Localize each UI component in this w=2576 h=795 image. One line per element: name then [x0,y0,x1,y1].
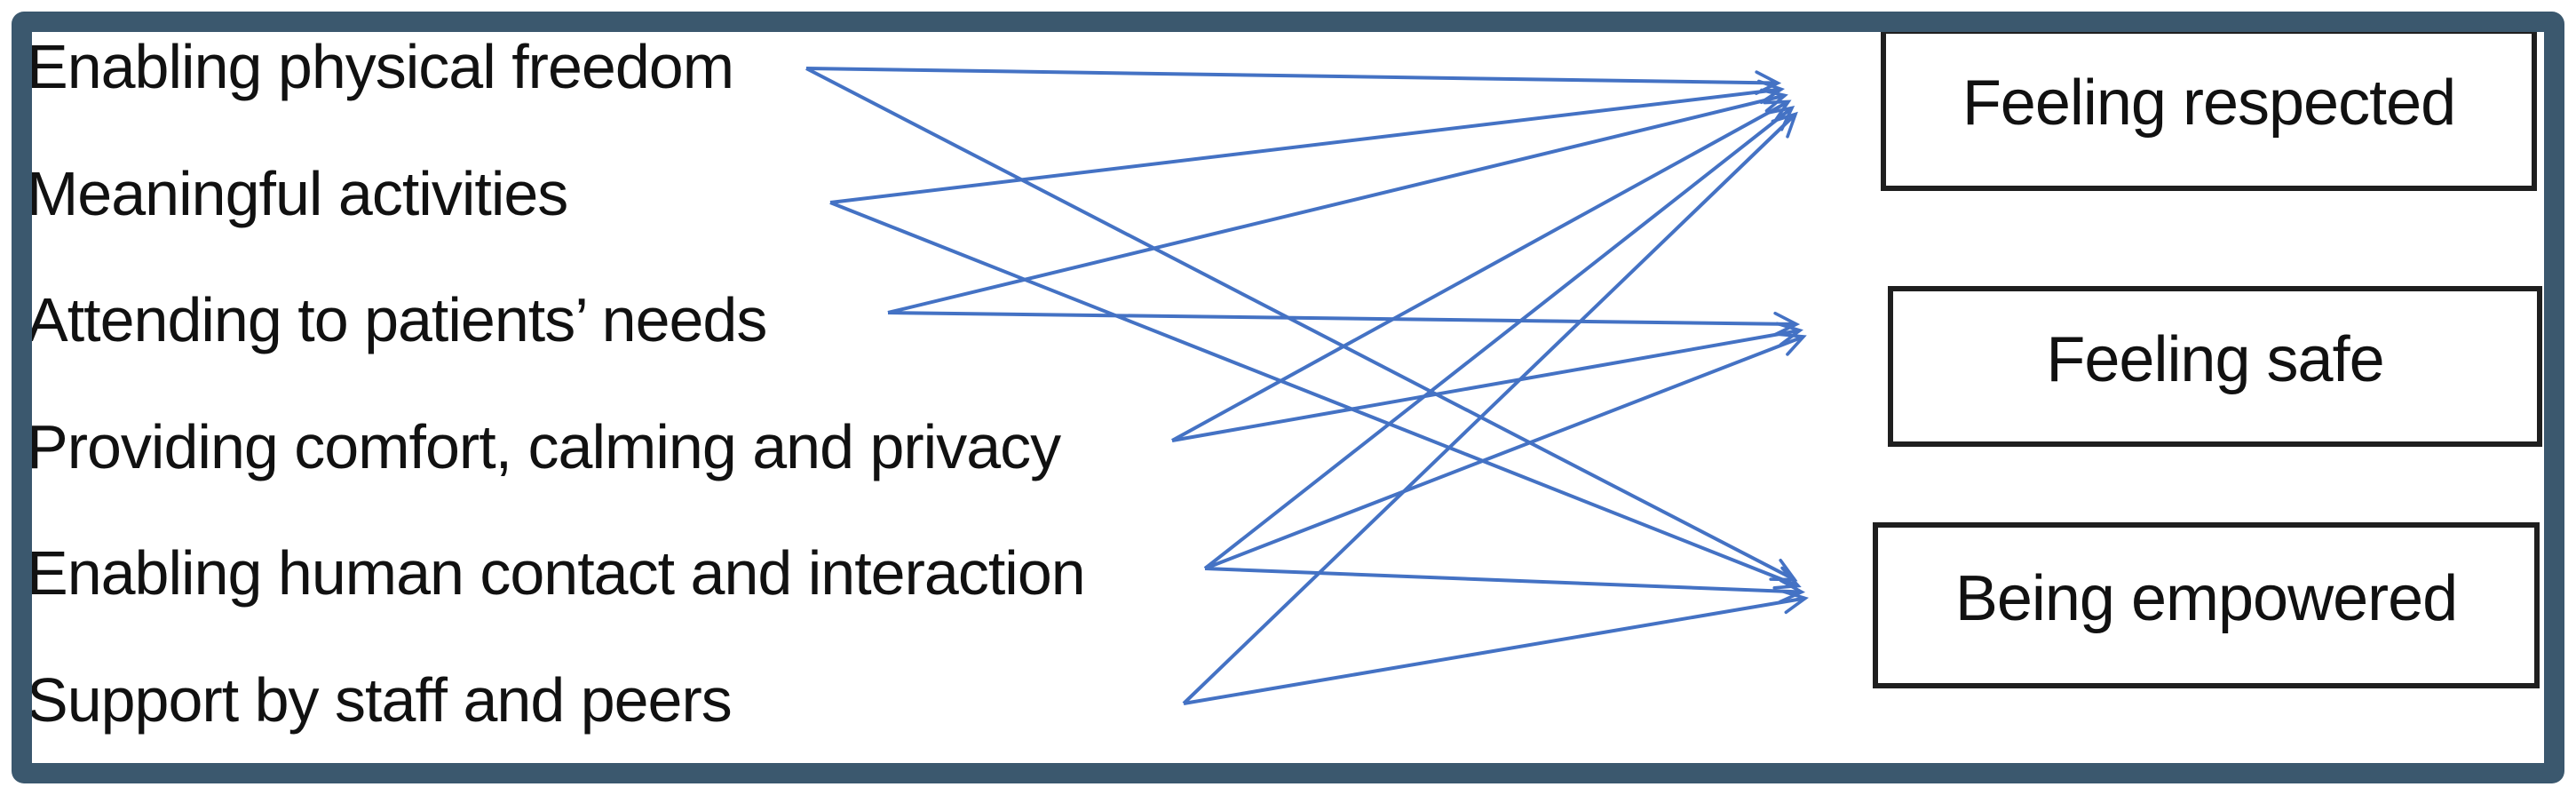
connection-line-human_contact-to-being_empowered [1204,567,1802,592]
outcome-box-label: Feeling safe [2046,323,2384,395]
connection-line-physical_freedom-to-feeling_respected [805,67,1778,83]
left-item-enabling-physical-freedom: Enabling physical freedom [27,32,734,101]
left-item-support-by-staff-and-peers: Support by staff and peers [27,665,733,735]
left-item-meaningful-activities: Meaningful activities [27,159,568,228]
connection-line-providing_comfort-to-feeling_respected [1171,102,1788,442]
outcome-box-feeling-respected: Feeling respected [1881,28,2537,191]
connection-line-human_contact-to-feeling_safe [1204,337,1803,570]
connection-line-support_staff_peers-to-being_empowered [1183,599,1805,705]
connection-line-meaningful_activities-to-feeling_respected [829,90,1781,204]
left-item-enabling-human-contact-interaction: Enabling human contact and interaction [27,538,1086,608]
outcome-box-being-empowered: Being empowered [1873,522,2540,688]
connection-line-attending_needs-to-feeling_respected [887,96,1785,314]
left-item-providing-comfort-calming-privacy: Providing comfort, calming and privacy [27,412,1061,481]
connection-line-providing_comfort-to-feeling_safe [1171,330,1800,442]
connection-line-physical_freedom-to-being_empowered [805,67,1795,580]
connection-line-attending_needs-to-feeling_safe [887,311,1796,324]
connection-line-support_staff_peers-to-feeling_respected [1182,115,1795,705]
outcome-box-feeling-safe: Feeling safe [1888,286,2542,447]
outcome-box-label: Feeling respected [1962,67,2456,139]
connection-line-meaningful_activities-to-being_empowered [829,201,1798,586]
outcome-box-label: Being empowered [1954,562,2458,634]
left-item-attending-to-patients-needs: Attending to patients’ needs [27,285,767,354]
connection-line-human_contact-to-feeling_respected [1203,108,1792,570]
